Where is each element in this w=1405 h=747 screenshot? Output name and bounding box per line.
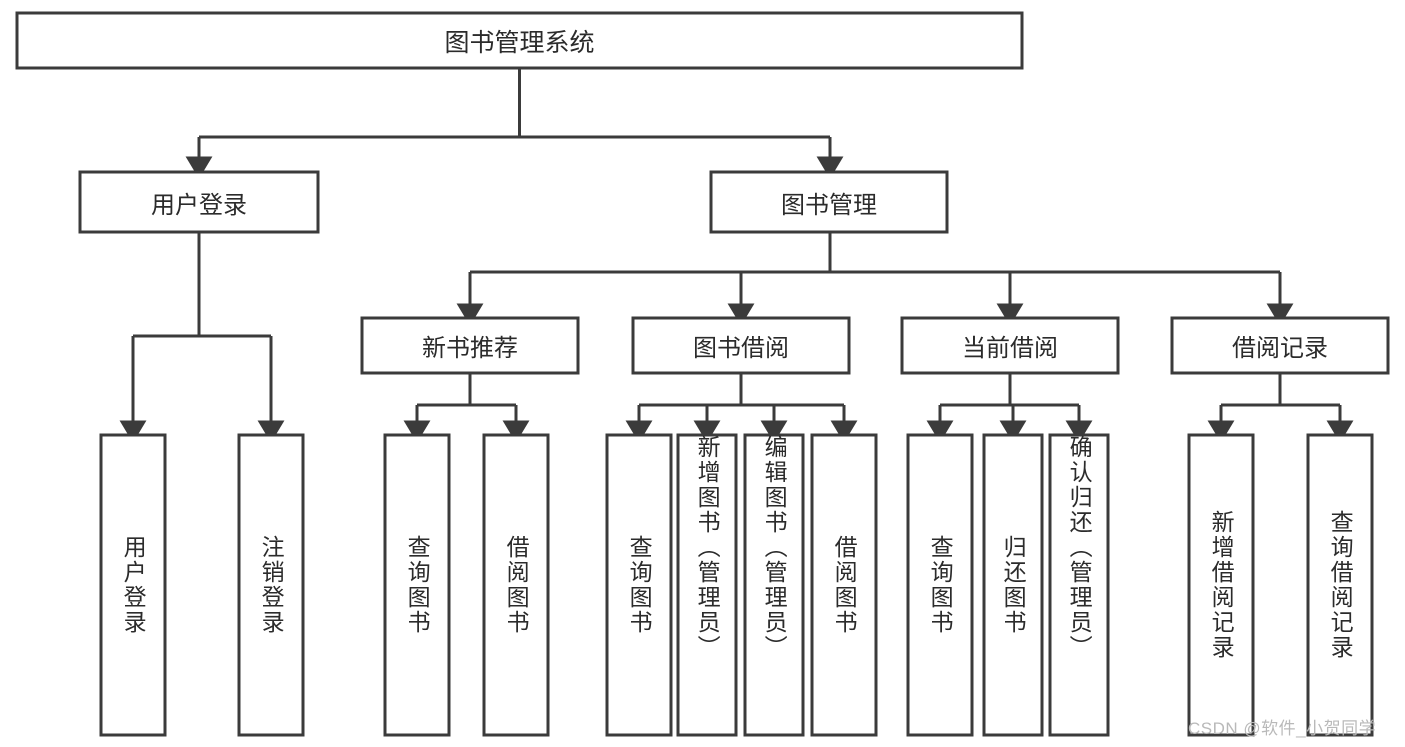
node-box-root[interactable] [15,11,1024,70]
leaf-box-query-book-newbook[interactable] [383,433,451,737]
leaf-box-borrow-book-newbook[interactable] [482,433,550,737]
connector-group [119,68,1354,443]
leaf-box-logout[interactable] [237,433,305,737]
leaf-box-add-borrow-record[interactable] [1187,433,1255,737]
leaf-box-add-book-admin[interactable] [676,433,738,737]
node-box-borrow-record[interactable] [1170,316,1390,375]
leaf-box-confirm-return-admin[interactable] [1048,433,1110,737]
leaf-box-user-login[interactable] [99,433,167,737]
leaf-box-query-book-current[interactable] [906,433,974,737]
node-box-book-management[interactable] [709,170,949,234]
node-box-current-borrow[interactable] [900,316,1120,375]
leaf-box-query-book-borrow[interactable] [605,433,673,737]
leaf-box-query-borrow-record[interactable] [1306,433,1374,737]
node-box-group [15,11,1390,737]
leaf-box-return-book[interactable] [982,433,1044,737]
leaf-box-edit-book-admin[interactable] [743,433,805,737]
csdn-watermark: CSDN @软件_小贺同学 [1188,719,1377,738]
node-box-new-book-recommend[interactable] [360,316,580,375]
node-box-book-borrow[interactable] [631,316,851,375]
leaf-box-borrow-book[interactable] [810,433,878,737]
node-box-user-login[interactable] [78,170,320,234]
